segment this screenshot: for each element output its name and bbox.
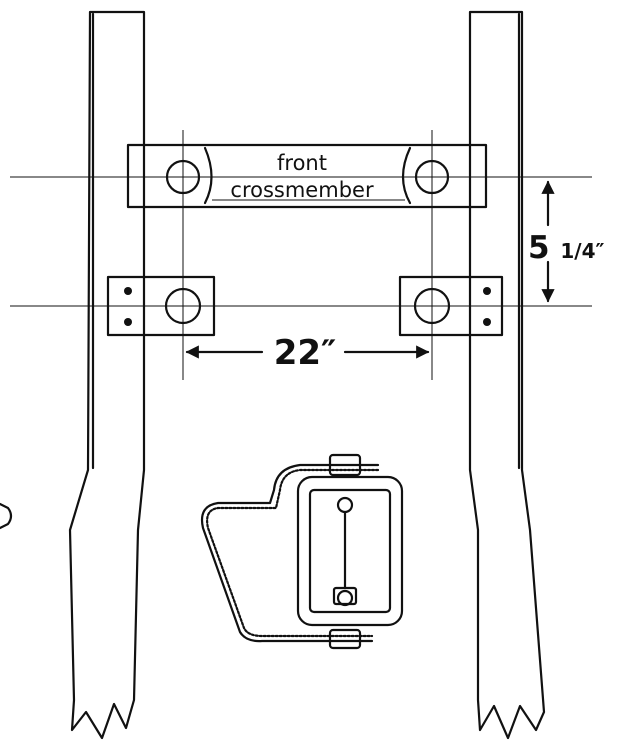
- horizontal-dimension: 22″: [185, 333, 430, 373]
- crossmember-label-line1: front: [277, 151, 327, 175]
- crossmember-label-line2: crossmember: [230, 178, 374, 202]
- vertical-dimension-fraction: 1/4″: [560, 239, 604, 263]
- hanger-clamp: [200, 453, 404, 650]
- horizontal-dimension-label: 22″: [274, 333, 337, 373]
- right-frame-rail: [468, 10, 546, 740]
- left-frame-rail: [68, 10, 146, 740]
- vertical-dimension: 5 1/4″: [528, 180, 605, 303]
- right-mount-bracket: [398, 275, 504, 337]
- front-crossmember: front crossmember: [126, 143, 488, 209]
- crossmember-hole-left: [165, 159, 201, 195]
- partial-bolt: [0, 502, 13, 530]
- left-mount-bracket: [106, 275, 216, 337]
- vertical-dimension-label: 5 1/4″: [528, 230, 605, 266]
- crossmember-hole-right: [414, 159, 450, 195]
